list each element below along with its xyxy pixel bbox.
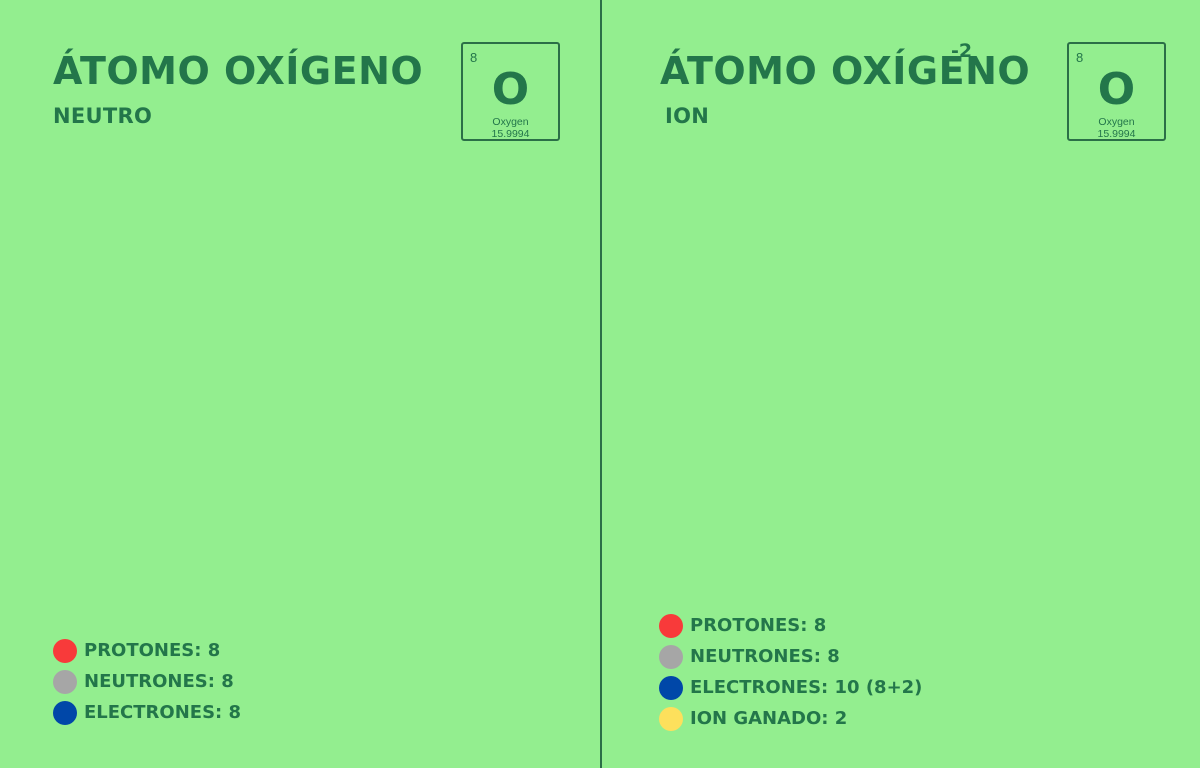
legend-item-protons: PROTONES: 8 bbox=[659, 610, 922, 641]
atomic-mass: 15.9994 bbox=[1097, 128, 1136, 140]
legend-item-electrons: ELECTRONES: 8 bbox=[53, 697, 241, 728]
legend-item-electrons: ELECTRONES: 10 (8+2) bbox=[659, 672, 922, 703]
legend-item-neutrons: NEUTRONES: 8 bbox=[53, 666, 241, 697]
element-name: Oxygen bbox=[1098, 116, 1135, 128]
panel-divider bbox=[600, 0, 602, 768]
atomic-mass: 15.9994 bbox=[491, 128, 530, 140]
proton-dot-icon bbox=[659, 613, 683, 638]
neutral-atom-panel: ÁTOMO OXÍGENO NEUTRO 8 O Oxygen 15.9994 … bbox=[53, 42, 560, 728]
element-symbol: O bbox=[491, 64, 530, 115]
panel-title: ÁTOMO OXÍGENO bbox=[660, 49, 1031, 93]
element-symbol: O bbox=[1097, 64, 1136, 115]
ion-atom-panel: ÁTOMO OXÍGENO -2 ION 8 O Oxygen 15.9994 … bbox=[601, 0, 1200, 768]
legend-label: PROTONES: 8 bbox=[84, 640, 221, 661]
panel-subtitle: NEUTRO bbox=[53, 104, 153, 128]
legend-item-ion-gained: ION GANADO: 2 bbox=[659, 703, 922, 734]
legend-label: ELECTRONES: 10 (8+2) bbox=[690, 677, 923, 698]
legend-label: PROTONES: 8 bbox=[690, 615, 827, 636]
neutron-dot-icon bbox=[659, 644, 683, 669]
legend-label: ION GANADO: 2 bbox=[690, 708, 848, 729]
legend-item-protons: PROTONES: 8 bbox=[53, 635, 241, 666]
particle-legend: PROTONES: 8 NEUTRONES: 8 ELECTRONES: 10 … bbox=[659, 610, 922, 734]
electron-dot-icon bbox=[53, 700, 77, 725]
particle-legend: PROTONES: 8 NEUTRONES: 8 ELECTRONES: 8 bbox=[53, 635, 241, 728]
atomic-number: 8 bbox=[1076, 50, 1084, 65]
legend-item-neutrons: NEUTRONES: 8 bbox=[659, 641, 922, 672]
legend-label: ELECTRONES: 8 bbox=[84, 702, 242, 723]
panel-title: ÁTOMO OXÍGENO bbox=[53, 49, 424, 93]
legend-label: NEUTRONES: 8 bbox=[690, 646, 840, 667]
atomic-number: 8 bbox=[470, 50, 478, 65]
neutron-dot-icon bbox=[53, 669, 77, 694]
element-name: Oxygen bbox=[492, 116, 529, 128]
legend-label: NEUTRONES: 8 bbox=[84, 671, 234, 692]
ion-gained-dot-icon bbox=[659, 706, 683, 731]
proton-dot-icon bbox=[53, 638, 77, 663]
panel-subtitle: ION bbox=[665, 104, 710, 128]
ion-charge-superscript: -2 bbox=[951, 40, 973, 62]
periodic-element-tile: 8 O Oxygen 15.9994 bbox=[461, 42, 560, 141]
periodic-element-tile: 8 O Oxygen 15.9994 bbox=[1067, 42, 1166, 141]
electron-dot-icon bbox=[659, 675, 683, 700]
